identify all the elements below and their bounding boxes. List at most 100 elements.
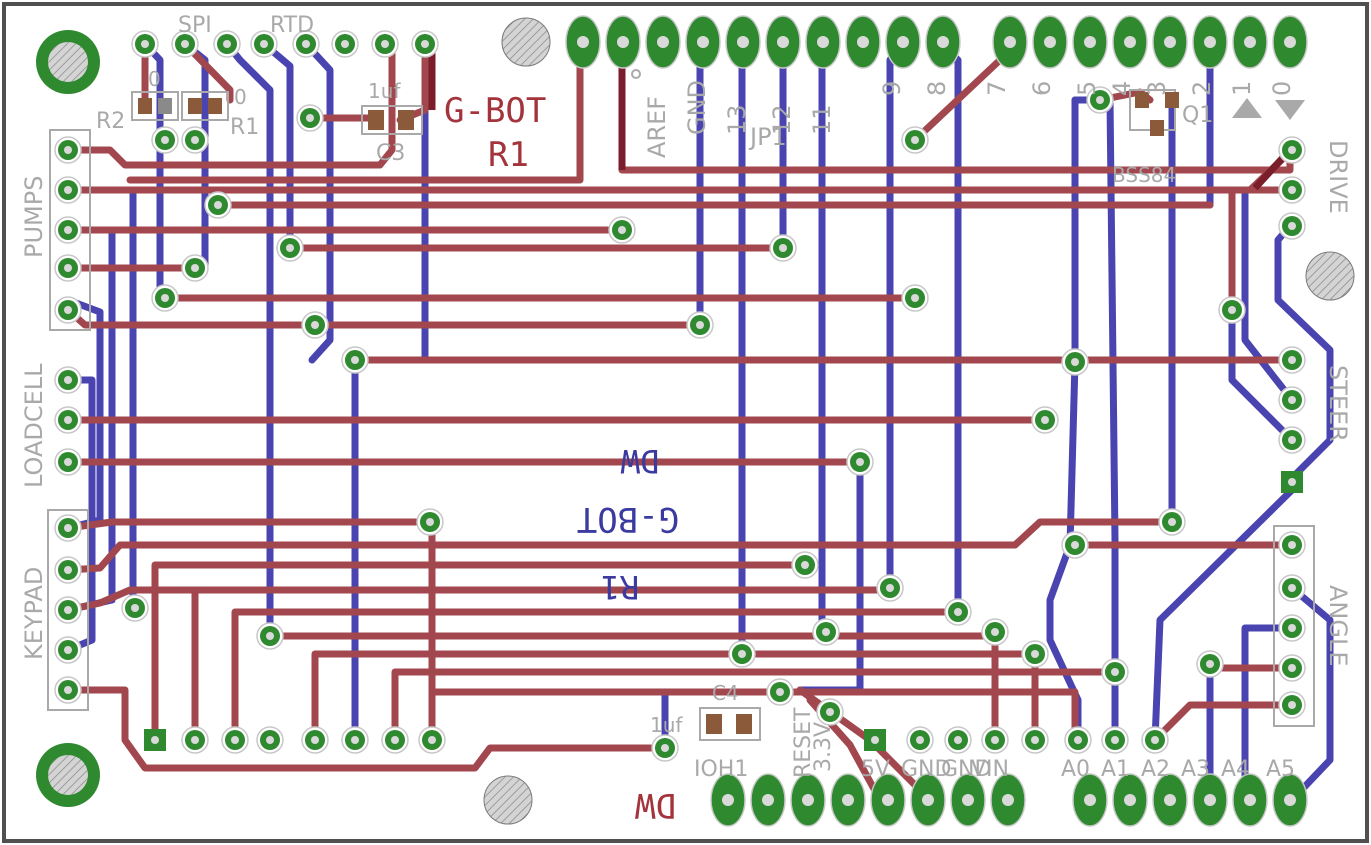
label-drive: DRIVE <box>1324 140 1352 214</box>
via-drill <box>428 736 436 744</box>
header-pin-drill <box>777 36 789 48</box>
header-top-pin-label: 7 <box>983 81 1011 96</box>
header-pin-drill <box>882 794 894 806</box>
header-top-pin-label: 11 <box>808 104 836 135</box>
label-r1-comp: R1 <box>230 115 259 140</box>
via-drill <box>64 416 72 424</box>
square-pad-drill <box>151 736 159 744</box>
header-pin-drill <box>1044 36 1056 48</box>
via-drill <box>286 244 294 252</box>
via-drill <box>64 524 72 532</box>
via-drill <box>954 608 962 616</box>
header-pin-drill <box>857 36 869 48</box>
header-pin-drill <box>1004 36 1016 48</box>
via-drill <box>191 736 199 744</box>
header-top-pin-label: 2 <box>1188 81 1216 96</box>
via-drill <box>1288 584 1296 592</box>
header-pin-drill <box>722 794 734 806</box>
header-pin-drill <box>1124 794 1136 806</box>
label-spi: SPI <box>178 13 212 38</box>
via-drill <box>421 40 429 48</box>
via-drill <box>856 458 864 466</box>
via-drill <box>1031 736 1039 744</box>
via-drill <box>64 376 72 384</box>
via-drill <box>1288 624 1296 632</box>
top-r1-label: R1 <box>488 135 529 175</box>
via-drill <box>1288 701 1296 709</box>
header-bottom-pin-label: GND <box>941 757 991 782</box>
via-drill <box>161 136 169 144</box>
via-drill <box>1288 541 1296 549</box>
label-pumps: PUMPS <box>20 176 48 258</box>
header-top-pin-label: 5 <box>1073 81 1101 96</box>
via-drill <box>381 40 389 48</box>
bottom-copper-text: DW G-BOT R1 <box>577 442 679 606</box>
via-drill <box>391 736 399 744</box>
via-drill <box>64 264 72 272</box>
header-bottom-pin-label: A2 <box>1141 757 1170 782</box>
label-ioh1: IOH1 <box>694 757 748 782</box>
header-pin-drill <box>817 36 829 48</box>
via-drill <box>351 356 359 364</box>
via-drill <box>1074 736 1082 744</box>
via-drill <box>1288 186 1296 194</box>
header-bottom-pin-label: RESET <box>791 707 816 778</box>
header-pin-drill <box>1124 36 1136 48</box>
header-bottom-pin-label: 5V <box>861 757 890 782</box>
via-drill <box>822 628 830 636</box>
top-gbot-label: G-BOT <box>444 91 546 131</box>
via-drill <box>351 736 359 744</box>
via-drill <box>266 632 274 640</box>
via-drill <box>916 736 924 744</box>
via-drill <box>738 650 746 658</box>
label-r2: R2 <box>96 109 125 134</box>
via-drill <box>64 646 72 654</box>
bottom-r1-label: R1 <box>601 568 640 606</box>
via-drill <box>1288 356 1296 364</box>
via-drill <box>64 306 72 314</box>
via-drill <box>801 561 809 569</box>
header-pin-drill <box>1164 36 1176 48</box>
mount-hole <box>1305 251 1355 301</box>
header-pin-drill <box>1084 36 1096 48</box>
via-drill <box>181 40 189 48</box>
via-drill <box>64 226 72 234</box>
via-drill <box>1031 650 1039 658</box>
header-pin-drill <box>1244 794 1256 806</box>
header-pin-drill <box>657 36 669 48</box>
via-drill <box>426 518 434 526</box>
via-drill <box>1206 660 1214 668</box>
via-drill <box>131 604 139 612</box>
header-top-pin-label: 13 <box>723 104 751 135</box>
header-top-pin-label: 12 <box>768 104 796 135</box>
header-pin-drill <box>1002 794 1014 806</box>
via-drill <box>1288 146 1296 154</box>
header-top-pin-label: 9 <box>878 81 906 96</box>
top-copper-text: G-BOT R1 DW <box>444 91 676 825</box>
header-pin-drill <box>842 794 854 806</box>
via-drill <box>1288 436 1296 444</box>
mounting-holes <box>36 17 1355 825</box>
mount-hole <box>483 775 533 825</box>
via-drill <box>214 201 222 209</box>
via-drill <box>64 186 72 194</box>
header-pin-drill <box>697 36 709 48</box>
via-drill <box>191 136 199 144</box>
via-drill <box>696 321 704 329</box>
label-c4: C4 <box>712 681 739 705</box>
via-drill <box>223 40 231 48</box>
header-pin-drill <box>762 794 774 806</box>
label-keypad: KEYPAD <box>20 567 48 660</box>
label-steer: STEER <box>1324 365 1352 442</box>
header-bottom-pin-label: A1 <box>1101 757 1130 782</box>
header-bottom-pin-label: GND <box>901 757 951 782</box>
via-drill <box>661 744 669 752</box>
header-pin-drill <box>1204 36 1216 48</box>
label-jp1: JP1 <box>748 123 787 151</box>
via-drill <box>1071 541 1079 549</box>
header-pin-drill <box>737 36 749 48</box>
header-pin-drill <box>1284 794 1296 806</box>
top-dw-label: DW <box>635 785 676 825</box>
via-drill <box>260 40 268 48</box>
